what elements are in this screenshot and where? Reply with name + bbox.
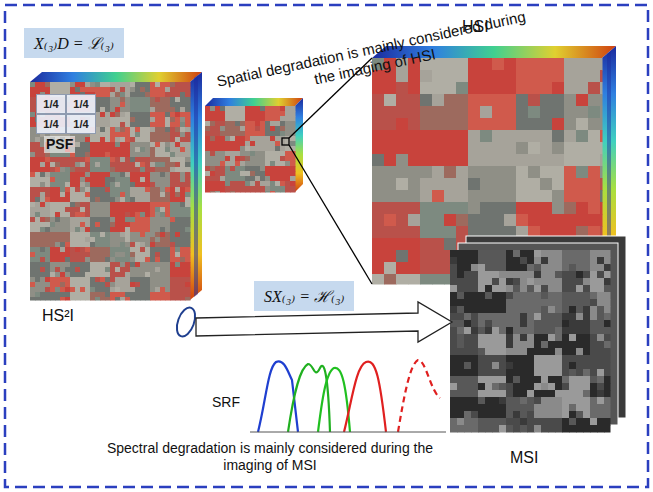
- hs2i-cube: [30, 72, 202, 301]
- image-texture: [205, 106, 296, 193]
- formula-box: X₍₃₎D = ℒ₍₃₎: [24, 28, 124, 58]
- node-text: X₍₃₎D = ℒ₍₃₎: [34, 32, 114, 54]
- image-texture: [30, 82, 191, 301]
- node-text: 1/4: [73, 118, 88, 130]
- node-text: 1/4: [73, 98, 88, 110]
- srf-label: SRF: [212, 394, 240, 411]
- image-texture: [372, 58, 603, 285]
- node-text: 1/4: [43, 118, 58, 130]
- image-label: HSI: [462, 17, 489, 36]
- psf-cell: 1/4: [66, 94, 96, 114]
- psf-cell: 1/4: [36, 114, 66, 134]
- msi-stack: [450, 236, 626, 433]
- node-text: 1/4: [43, 98, 58, 110]
- image-texture: [450, 250, 611, 433]
- dashed-frame: [5, 5, 648, 487]
- annotation: Spectral degradation is mainly considere…: [95, 440, 445, 474]
- psf-label: PSF: [44, 136, 75, 153]
- zoom-lines: [282, 58, 372, 284]
- hsi-small-cube: [205, 98, 303, 193]
- psf-cell: 1/4: [66, 114, 96, 134]
- image-label: MSI: [510, 448, 538, 467]
- formula-box: SX₍₃₎ = ℋ₍₃₎: [254, 281, 354, 311]
- node-text: SX₍₃₎ = ℋ₍₃₎: [264, 285, 344, 307]
- image-label: HS²I: [42, 306, 74, 325]
- psf-cell: 1/4: [36, 94, 66, 114]
- srf-curves: [250, 360, 446, 432]
